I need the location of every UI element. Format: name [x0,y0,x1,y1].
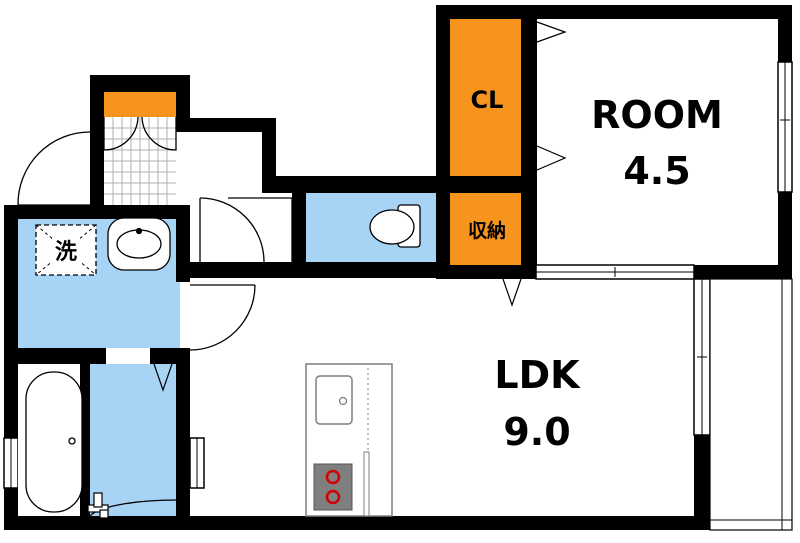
faucet-icon [87,492,109,519]
washer-label: 洗 [55,240,77,265]
bathtub-icon [18,364,83,516]
stove-icon [313,463,353,511]
toilet-icon [369,204,421,248]
bath-passage-fill [90,364,178,516]
room-size: 4.5 [623,149,690,193]
kitchen-counter [305,363,393,517]
storage-label: 収納 [468,219,506,242]
washbasin-icon [107,217,171,271]
closet-fill [449,19,523,176]
balcony [709,278,793,531]
washer-pan: 洗 [35,224,97,276]
kitchen-sink-icon [315,375,353,425]
storage-fill [449,193,523,265]
entrance-shelf-fill [104,92,176,117]
doors [17,21,567,517]
room-name: ROOM [591,93,723,137]
entrance-tile [104,117,176,205]
closet-label: CL [471,86,504,114]
ldk-name: LDK [494,353,581,397]
windows [3,61,793,489]
ldk-size: 9.0 [503,410,570,454]
